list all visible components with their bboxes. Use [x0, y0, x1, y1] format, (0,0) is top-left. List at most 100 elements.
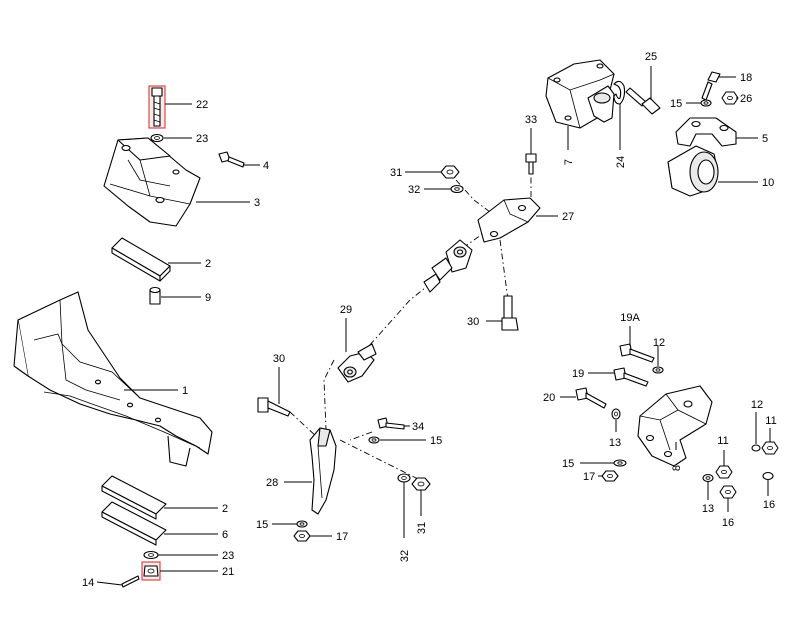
plate-6[interactable]	[101, 501, 167, 546]
assembly-line-28-31	[339, 439, 421, 481]
nut-17-strut[interactable]	[293, 530, 311, 542]
callout-34: 34	[412, 421, 424, 433]
washer-13-left[interactable]	[611, 408, 621, 420]
callout-1: 1	[182, 385, 188, 397]
washer-13-right[interactable]	[702, 473, 714, 483]
bolt-19[interactable]	[613, 367, 649, 387]
washer-15-right[interactable]	[613, 459, 627, 467]
nut-26[interactable]	[721, 91, 739, 105]
nut-11-left[interactable]	[715, 465, 733, 479]
callout-15-strut: 15	[256, 519, 268, 531]
washer-23-lower[interactable]	[143, 550, 159, 560]
bolt-25[interactable]	[625, 87, 661, 115]
callout-30-upper: 30	[467, 316, 479, 328]
callout-15-upper: 15	[670, 98, 682, 110]
nut-31-lower[interactable]	[411, 477, 431, 491]
callout-10: 10	[762, 177, 774, 189]
callout-19: 19	[572, 368, 584, 380]
callout-18: 18	[740, 72, 752, 84]
callout-21: 21	[222, 566, 234, 578]
assembly-line-29-28	[323, 359, 335, 431]
nut-21[interactable]	[141, 561, 161, 581]
washer-15-center[interactable]	[368, 436, 380, 444]
plate-2-upper[interactable]	[111, 237, 171, 282]
nut-31-upper[interactable]	[440, 165, 460, 179]
callout-31-upper: 31	[390, 167, 402, 179]
assembly-line-27-30	[499, 239, 509, 301]
bolt-19a[interactable]	[619, 343, 655, 363]
mount-7[interactable]	[545, 59, 615, 129]
callout-15-right: 15	[562, 458, 574, 470]
callout-12-left: 12	[653, 337, 665, 349]
bolt-18[interactable]	[701, 71, 721, 101]
callout-2-lower: 2	[222, 503, 228, 515]
bracket-3[interactable]	[103, 137, 201, 227]
callout-19a: 19A	[620, 312, 640, 324]
bracket-8[interactable]	[637, 385, 713, 467]
strut-28[interactable]	[309, 427, 337, 515]
callout-15-center: 15	[430, 435, 442, 447]
callout-13-left: 13	[609, 437, 621, 449]
bolt-30-upper[interactable]	[501, 295, 519, 331]
callout-27: 27	[562, 211, 574, 223]
callout-23-upper: 23	[196, 133, 208, 145]
callout-7: 7	[563, 159, 575, 165]
assembly-line-31-27	[455, 179, 491, 213]
callout-14: 14	[82, 577, 94, 589]
bolt-33[interactable]	[525, 153, 537, 175]
callout-24: 24	[615, 156, 627, 168]
callout-30-lower: 30	[273, 353, 285, 365]
callout-33: 33	[525, 114, 537, 126]
callout-16-right: 16	[763, 499, 775, 511]
nut-11-right[interactable]	[761, 441, 779, 455]
washer-32-upper[interactable]	[450, 184, 464, 194]
crossmember-1[interactable]	[13, 291, 213, 467]
callout-17-strut: 17	[336, 531, 348, 543]
bolt-30-lower[interactable]	[257, 397, 291, 417]
washer-15-strut[interactable]	[296, 520, 308, 528]
washer-12-left[interactable]	[652, 366, 664, 374]
callout-20: 20	[543, 392, 555, 404]
washer-23-upper[interactable]	[150, 133, 164, 143]
assembly-line-34	[349, 431, 373, 441]
callout-23-lower: 23	[222, 550, 234, 562]
clamp-5[interactable]	[675, 117, 737, 147]
callout-29: 29	[340, 304, 352, 316]
callout-8: 8	[671, 465, 683, 471]
callout-2-upper: 2	[205, 258, 211, 270]
bushing-10[interactable]	[667, 145, 719, 197]
callout-9: 9	[205, 292, 211, 304]
washer-12-mid[interactable]	[751, 444, 761, 452]
callout-11-left: 11	[717, 435, 728, 447]
callout-25: 25	[645, 51, 657, 63]
rod-end-29[interactable]	[337, 343, 377, 383]
callout-16-left: 16	[722, 517, 734, 529]
callout-6: 6	[222, 529, 228, 541]
washer-15-upper[interactable]	[700, 99, 712, 107]
bolt-22[interactable]	[148, 85, 166, 129]
bolt-20[interactable]	[575, 387, 607, 409]
callout-17-right: 17	[583, 471, 595, 483]
washer-32-lower[interactable]	[397, 473, 411, 483]
callout-11-right: 11	[765, 415, 776, 427]
assembly-line-main	[351, 224, 496, 366]
bushing-link[interactable]	[423, 239, 473, 293]
bolt-34[interactable]	[377, 417, 405, 430]
leader-14	[96, 581, 123, 586]
callout-22: 22	[196, 99, 208, 111]
callout-32-lower: 32	[399, 550, 411, 562]
washer-12-right[interactable]	[762, 471, 774, 481]
bolt-4[interactable]	[218, 151, 245, 168]
spacer-9[interactable]	[149, 286, 161, 305]
bracket-27[interactable]	[477, 197, 541, 243]
cotter-pin-14[interactable]	[121, 575, 140, 588]
callout-4: 4	[263, 160, 269, 172]
plate-2-lower[interactable]	[101, 475, 167, 520]
callout-31-lower: 31	[416, 522, 428, 534]
nut-17-right[interactable]	[601, 470, 619, 482]
nut-16-left[interactable]	[719, 485, 737, 499]
callout-3: 3	[254, 197, 260, 209]
retaining-ring-24[interactable]	[613, 80, 626, 105]
callout-28: 28	[266, 477, 278, 489]
